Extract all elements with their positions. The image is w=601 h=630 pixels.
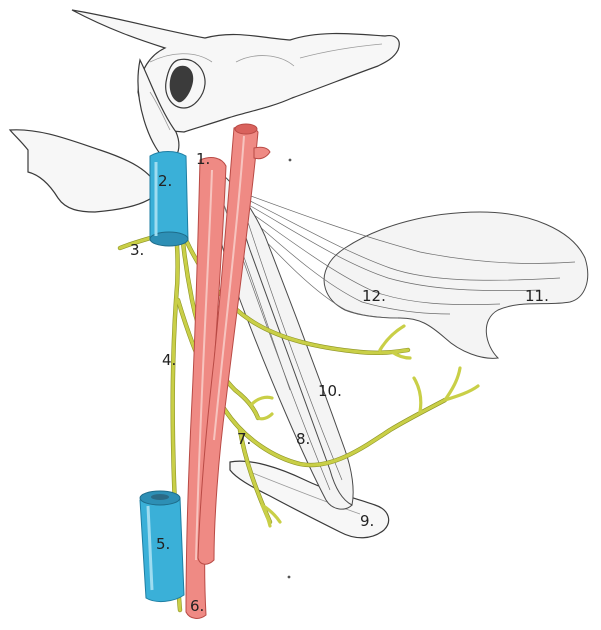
muscle-11	[324, 212, 588, 358]
label-1: 1.	[196, 152, 210, 167]
label-8: 8.	[296, 432, 310, 447]
vein-2	[150, 152, 188, 247]
label-2: 2.	[158, 174, 172, 189]
label-3: 3.	[130, 243, 144, 258]
label-6: 6.	[190, 599, 204, 614]
label-12: 12.	[362, 289, 386, 304]
label-4: 4.	[162, 353, 176, 368]
label-7: 7.	[237, 432, 251, 447]
label-10: 10.	[318, 384, 342, 399]
label-5: 5.	[156, 537, 170, 552]
label-11: 11.	[525, 289, 549, 304]
label-9: 9.	[360, 514, 374, 529]
